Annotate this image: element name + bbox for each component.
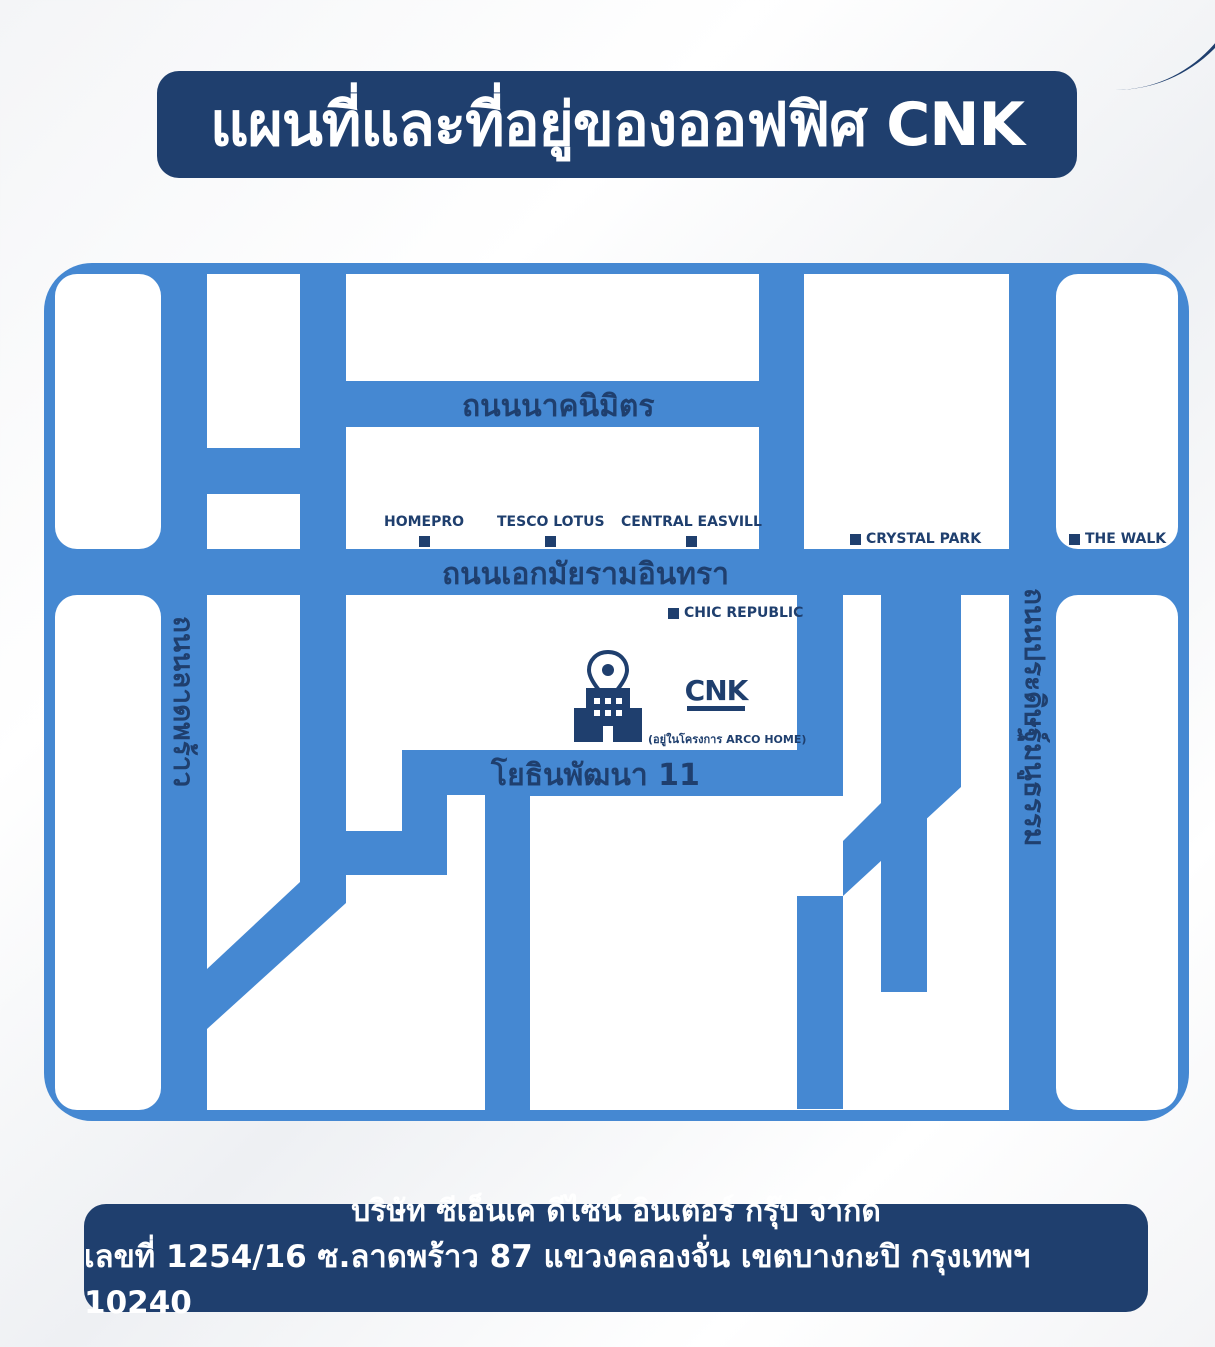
address-box: บริษัท ซีเอ็นเค ดีไซน์ อินเตอร์ กรุ๊ป จำ…	[84, 1194, 1148, 1321]
company-name: บริษัท ซีเอ็นเค ดีไซน์ อินเตอร์ กรุ๊ป จำ…	[351, 1194, 881, 1229]
map-blocks	[55, 274, 1178, 1110]
block-left-upper	[207, 595, 300, 969]
cnk-logo-underline	[687, 706, 745, 711]
landmark-homepro: HOMEPRO	[384, 514, 464, 547]
block-right-top	[804, 274, 1009, 549]
block-center-mid	[346, 427, 759, 549]
block-center	[346, 595, 797, 831]
landmark-marker-icon	[545, 536, 557, 547]
road-label-yothin-phatthana: โยธินพัฒนา 11	[491, 758, 700, 793]
landmark-chic-label: CHIC REPUBLIC	[684, 605, 804, 621]
landmark-crystal-label: CRYSTAL PARK	[866, 531, 982, 547]
block-far-left-bottom	[55, 595, 161, 1110]
landmark-chic-republic: CHIC REPUBLIC	[668, 605, 803, 621]
landmark-marker-icon	[1069, 533, 1080, 545]
block-far-right-bottom	[1056, 595, 1178, 1110]
road-label-ekamai-ramintra: ถนนเอกมัยรามอินทรา	[442, 557, 729, 592]
landmark-central: CENTRAL EASVILL	[621, 514, 762, 547]
landmark-tesco: TESCO LOTUS	[497, 514, 605, 547]
block-left-mid	[207, 494, 300, 549]
company-address: เลขที่ 1254/16 ซ.ลาดพร้าว 87 แขวงคลองจั่…	[84, 1239, 1031, 1321]
landmark-crystal-park: CRYSTAL PARK	[850, 531, 981, 547]
cnk-logo-text: CNK	[684, 674, 749, 707]
landmark-marker-icon	[685, 536, 697, 547]
road-branch	[881, 595, 927, 992]
road-label-nak-niwat: ถนนนาคนิมิตร	[462, 389, 655, 424]
office-location-note: (อยู่ในโครงการ ARCO HOME)	[648, 733, 807, 746]
block-left-lower	[207, 795, 485, 1110]
office-building-pin-icon[interactable]	[572, 650, 644, 744]
block-wedge	[797, 796, 843, 896]
block-bottom-center	[530, 796, 797, 1110]
landmark-marker-icon	[668, 607, 679, 619]
landmark-walk-label: THE WALK	[1085, 531, 1167, 547]
landmark-marker-icon	[850, 533, 861, 545]
block-far-right-top	[1056, 274, 1178, 549]
location-map[interactable]: ถนนนาคนิมิตร ถนนเอกมัยรามอินทรา โยธินพัฒ…	[44, 263, 1189, 1121]
road-label-pradit-manutham: ถนนประดิษฐ์มนูธรรม	[1018, 588, 1051, 847]
page-title: แผนที่และที่อยู่ของออฟฟิศ CNK	[157, 71, 1077, 178]
block-center-top	[346, 274, 759, 381]
block-left-top	[207, 274, 300, 448]
landmark-the-walk: THE WALK	[1069, 531, 1166, 547]
road-label-lat-phrao: ถนนลาดพร้าว	[167, 616, 200, 788]
landmark-central-label: CENTRAL EASVILL	[621, 514, 762, 530]
block-far-left-top	[55, 274, 161, 549]
cnk-logo: CNK	[681, 676, 751, 711]
landmark-marker-icon	[418, 536, 430, 547]
landmark-tesco-label: TESCO LOTUS	[497, 514, 605, 530]
landmark-homepro-label: HOMEPRO	[384, 514, 465, 530]
page-title-text: แผนที่และที่อยู่ของออฟฟิศ CNK	[210, 90, 1025, 160]
